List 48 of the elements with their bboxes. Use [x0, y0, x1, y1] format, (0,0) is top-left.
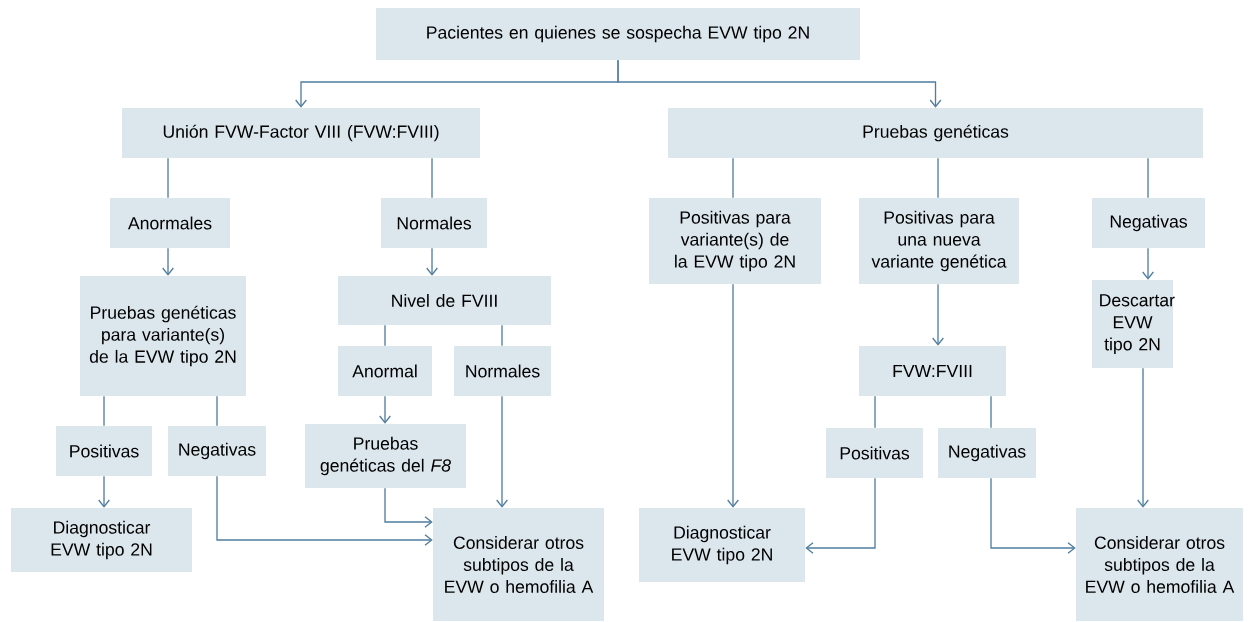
- flow-box: Nivel de FVIII: [338, 276, 551, 325]
- connector: [162, 247, 174, 276]
- connector: [805, 477, 876, 554]
- flow-box: Negativas: [168, 426, 266, 476]
- connector: [617, 59, 942, 108]
- flow-box: Considerar otros subtipos de la EVW o hemofilia A: [433, 508, 604, 621]
- connector: [990, 395, 992, 429]
- connector: [384, 487, 433, 528]
- flow-box: Diagnosticar EVW tipo 2N: [639, 508, 805, 582]
- connector: [216, 475, 433, 546]
- connector: [379, 395, 391, 424]
- connector: [501, 324, 503, 347]
- connector: [937, 157, 939, 199]
- flow-box: Pruebas genéticas: [668, 108, 1203, 158]
- flow-box: Descartar EVW tipo 2N: [1092, 280, 1175, 368]
- connector: [1137, 367, 1149, 508]
- flow-box: Normales: [454, 346, 551, 396]
- connector: [1147, 157, 1149, 199]
- connector: [874, 395, 876, 429]
- connector: [98, 475, 110, 508]
- flow-box: Unión FVW-Factor VIII (FVW:FVIII): [122, 108, 480, 158]
- flow-box: Diagnosticar EVW tipo 2N: [11, 508, 192, 572]
- connector: [216, 395, 218, 427]
- connector: [431, 157, 433, 199]
- flow-box: Negativas: [938, 428, 1036, 478]
- flow-box: Positivas: [56, 426, 152, 476]
- flow-box: Anormal: [338, 346, 432, 396]
- flow-box: Pacientes en quienes se sospecha EVW tipo 2N: [376, 8, 860, 60]
- flow-box: Positivas para variante(s) de la EVW tipo 2N: [649, 198, 821, 284]
- flow-box: Pruebas genéticas del F8: [305, 424, 466, 488]
- connector: [384, 324, 386, 347]
- connector: [426, 247, 438, 276]
- flow-box: Normales: [381, 198, 487, 248]
- connector: [1142, 247, 1154, 280]
- flow-box: Positivas para una nueva variante genética: [859, 198, 1019, 284]
- flow-box: Positivas: [826, 428, 923, 478]
- connector: [990, 477, 1076, 554]
- flow-box: Negativas: [1092, 198, 1205, 248]
- connector: [727, 283, 739, 508]
- connector: [496, 395, 508, 508]
- flow-box: Considerar otros subtipos de la EVW o hemofilia A: [1076, 508, 1243, 621]
- connector: [103, 395, 105, 427]
- flow-box: FVW:FVIII: [859, 346, 1006, 396]
- flow-box: Pruebas genéticas para variante(s) de la EVW tipo 2N: [80, 276, 246, 396]
- connector: [167, 157, 169, 199]
- connector: [932, 283, 944, 346]
- connector: [732, 157, 734, 199]
- flow-box: Anormales: [110, 198, 230, 248]
